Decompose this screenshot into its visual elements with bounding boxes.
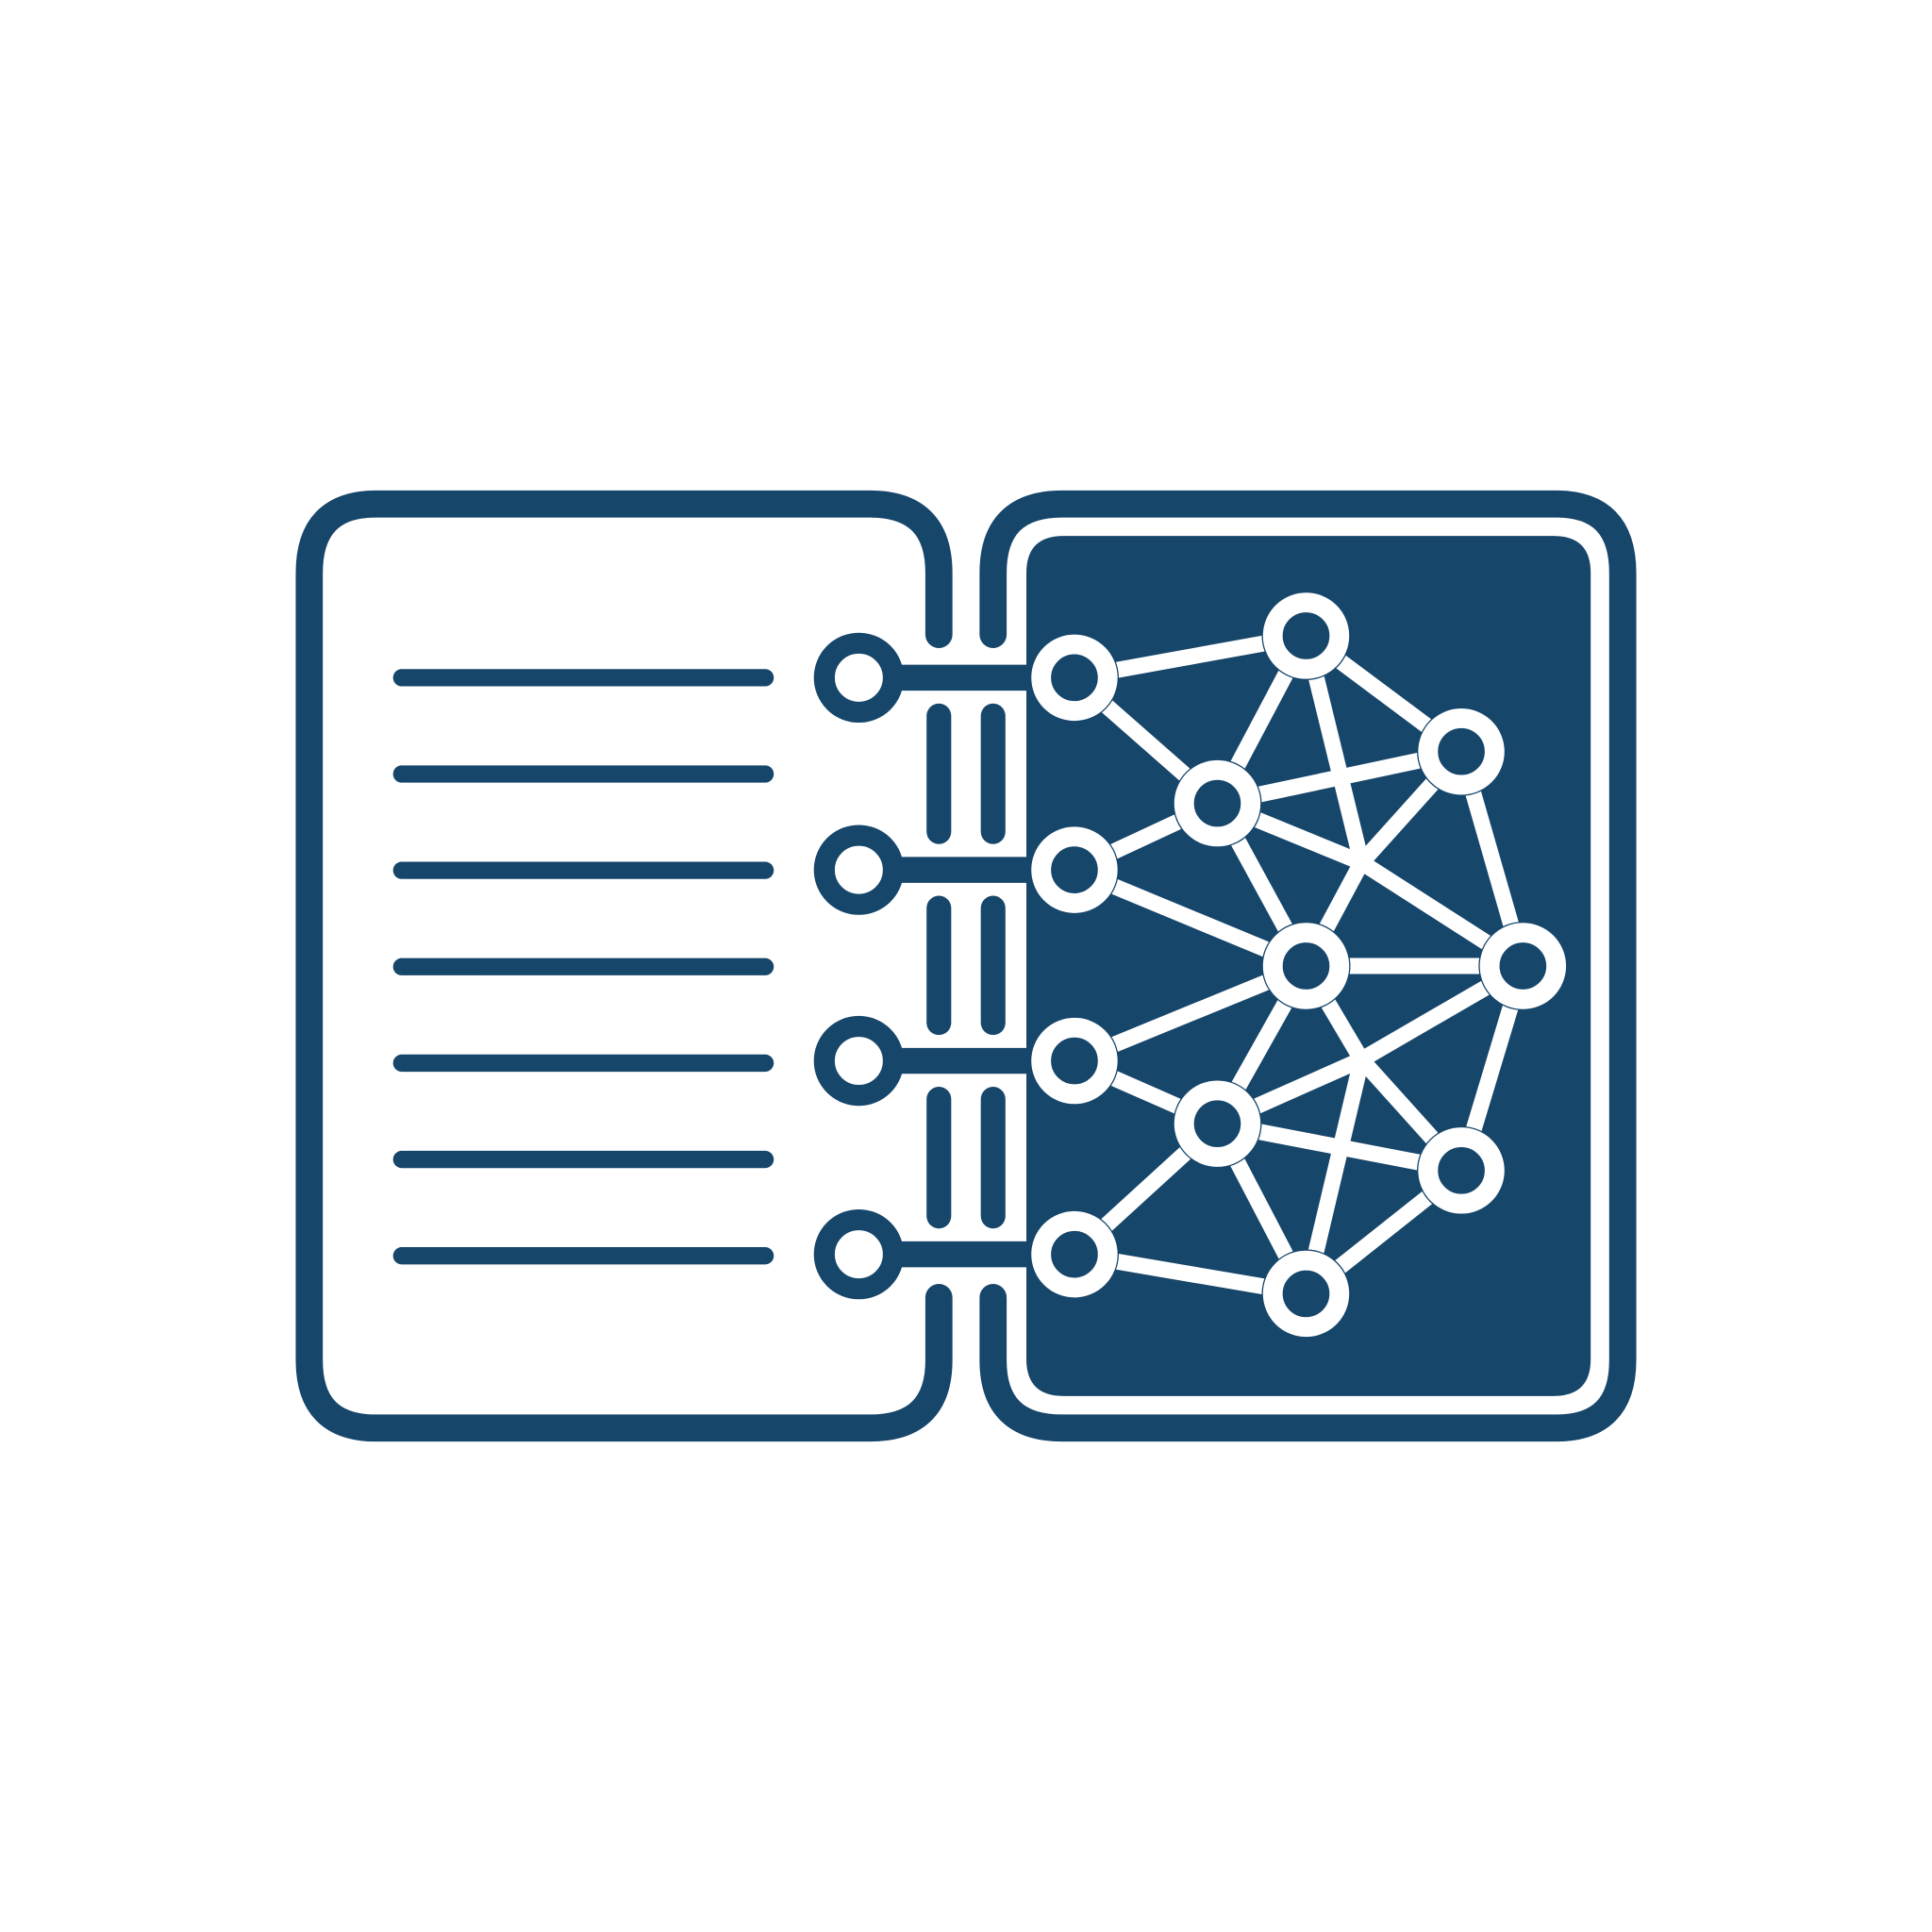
network-node [1262,592,1350,679]
network-node [1031,826,1118,913]
neural-network-graphic [1029,591,1568,1339]
left-notebook-page [295,490,953,1442]
binder-ring [813,1015,905,1107]
network-node [1174,1080,1261,1167]
network-node [1174,759,1261,847]
network-node [1479,923,1567,1009]
network-node [1262,1250,1350,1338]
network-node [1262,923,1350,1009]
page-text-lines [392,669,774,1265]
network-node [1418,1127,1505,1214]
binder-ring [813,632,905,724]
network-node [1031,1210,1118,1298]
network-node [1031,1017,1118,1105]
binder-ring [813,824,905,915]
binder-rings [813,632,1036,1300]
network-node [1418,708,1505,795]
binder-ring [813,1208,905,1300]
network-node [1031,634,1118,722]
